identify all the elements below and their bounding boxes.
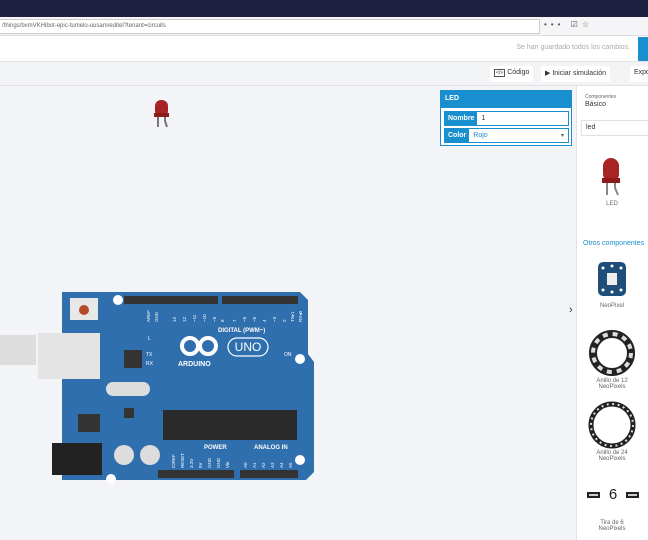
pin-label: GND	[216, 457, 221, 468]
category-caption: Componentes	[585, 94, 617, 100]
pin-label: ~6	[242, 316, 247, 322]
neopixel-icon[interactable]	[598, 262, 626, 296]
pin-label: A0	[243, 462, 248, 468]
export-button[interactable]: Expo	[630, 66, 648, 82]
save-status: Se han guardado todos los cambios.	[516, 44, 630, 51]
pocket-icon[interactable]: ☑	[570, 20, 582, 29]
pin-label: ~10	[202, 314, 207, 322]
menu-button[interactable]	[638, 37, 648, 61]
components-panel: Componentes Básico led LED Otros compone…	[576, 86, 648, 540]
pin-label: 8	[220, 319, 225, 322]
star-icon[interactable]: ☆	[581, 20, 593, 29]
pin-label: 3.3V	[189, 459, 194, 468]
pin-label: 13	[172, 316, 177, 322]
led-component-icon[interactable]	[600, 156, 624, 196]
name-input[interactable]: 1	[481, 115, 486, 122]
pin-label: IOREF	[171, 454, 176, 468]
pin-label: A1	[252, 462, 257, 468]
pin-label: RX◂0	[298, 310, 303, 322]
pin-label: AREF	[146, 310, 151, 322]
app-header	[0, 36, 648, 62]
ring-24-line1: Anillo de 24	[596, 450, 628, 456]
ring-12-line1: Anillo de 12	[596, 378, 628, 384]
pin-label: A4	[279, 462, 284, 468]
pin-label: 12	[182, 316, 187, 322]
start-simulation-label: Iniciar simulación	[552, 70, 607, 77]
color-label: Color	[445, 129, 470, 142]
ring-12-line2: NeoPixels	[598, 384, 626, 390]
ring-12-icon[interactable]	[588, 329, 636, 377]
window-titlebar	[0, 0, 648, 17]
on-label: ON	[284, 352, 292, 358]
pin-label: ~11	[192, 314, 197, 322]
play-icon: ▶	[545, 70, 551, 77]
pin-label: Vin	[225, 461, 230, 468]
strip-6-line2: NeoPixels	[598, 526, 626, 532]
tx-label: TX	[146, 352, 153, 358]
address-bar[interactable]: /things/bvmVKHibot-epic-tumelo-uusam/edi…	[0, 19, 540, 34]
code-label: Código	[507, 69, 530, 76]
model-label: UNO	[235, 340, 262, 354]
pin-label: ~5	[252, 316, 257, 322]
ring-24-icon[interactable]	[587, 400, 637, 450]
collapse-panel-chevron-icon[interactable]: ›	[569, 304, 573, 316]
category-select[interactable]: Básico	[585, 101, 607, 108]
pin-label: GND	[207, 457, 212, 468]
search-input[interactable]: led	[581, 120, 648, 136]
pin-label: 4	[262, 319, 267, 322]
pin-label: GND	[154, 311, 159, 322]
canvas-led[interactable]	[150, 98, 174, 130]
neopixel-label: NeoPixel	[599, 303, 624, 309]
pin-label: A3	[270, 462, 275, 468]
strip-6-icon[interactable]: 6	[587, 486, 639, 503]
chevron-down-icon: ▾	[560, 133, 564, 139]
color-select[interactable]: Rojo	[473, 132, 488, 139]
editor-toolbar	[0, 62, 648, 86]
pin-label: ~9	[212, 316, 217, 322]
address-icons: ••• ☑☆	[544, 20, 593, 29]
pin-label: 7	[232, 319, 237, 322]
pin-label: A2	[261, 462, 266, 468]
pin-label: 2	[282, 319, 287, 322]
brand-label: ARDUINO	[178, 361, 211, 368]
start-simulation-button[interactable]: ▶ Iniciar simulación	[541, 66, 611, 82]
pin-label: RESET	[180, 453, 185, 468]
power-label: POWER	[204, 445, 227, 451]
arduino-uno-board[interactable]: UNO ARDUINO DIGITAL (PWM~) POWER ANALOG …	[0, 288, 320, 490]
digital-label: DIGITAL (PWM~)	[218, 328, 265, 334]
pin-label: TX▸1	[290, 311, 295, 322]
analog-label: ANALOG IN	[254, 445, 288, 451]
code-button[interactable]: </> Código	[490, 66, 534, 82]
inspector-title: LED	[441, 91, 571, 108]
l-label: L	[148, 336, 151, 342]
strip-count: 6	[608, 486, 618, 503]
other-components-title: Otros componentes	[583, 240, 645, 247]
name-label: Nombre	[445, 112, 478, 125]
pin-label: A5	[288, 462, 293, 468]
pin-label: ~3	[272, 316, 277, 322]
strip-6-line1: Tira de 6	[600, 520, 624, 526]
code-icon: </>	[494, 69, 506, 77]
rx-label: RX	[146, 361, 154, 367]
pin-label: 5V	[198, 462, 203, 468]
more-icon[interactable]: •••	[544, 20, 565, 29]
ring-24-line2: NeoPixels	[598, 456, 626, 462]
led-component-label: LED	[606, 201, 618, 207]
